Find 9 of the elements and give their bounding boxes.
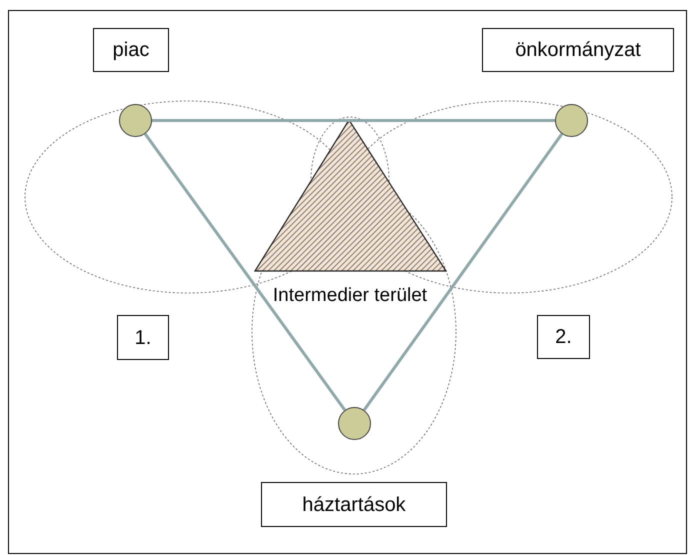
connector-line — [152, 119, 555, 122]
connector-line — [362, 133, 564, 411]
label-box: 2. — [537, 315, 590, 359]
area-label: Intermedier terület — [272, 285, 428, 307]
label-box: 1. — [117, 315, 169, 360]
connector-line — [144, 133, 346, 411]
label-box: piac — [93, 28, 169, 72]
label-box: önkormányzat — [482, 28, 674, 72]
label-box: háztartások — [261, 482, 447, 527]
